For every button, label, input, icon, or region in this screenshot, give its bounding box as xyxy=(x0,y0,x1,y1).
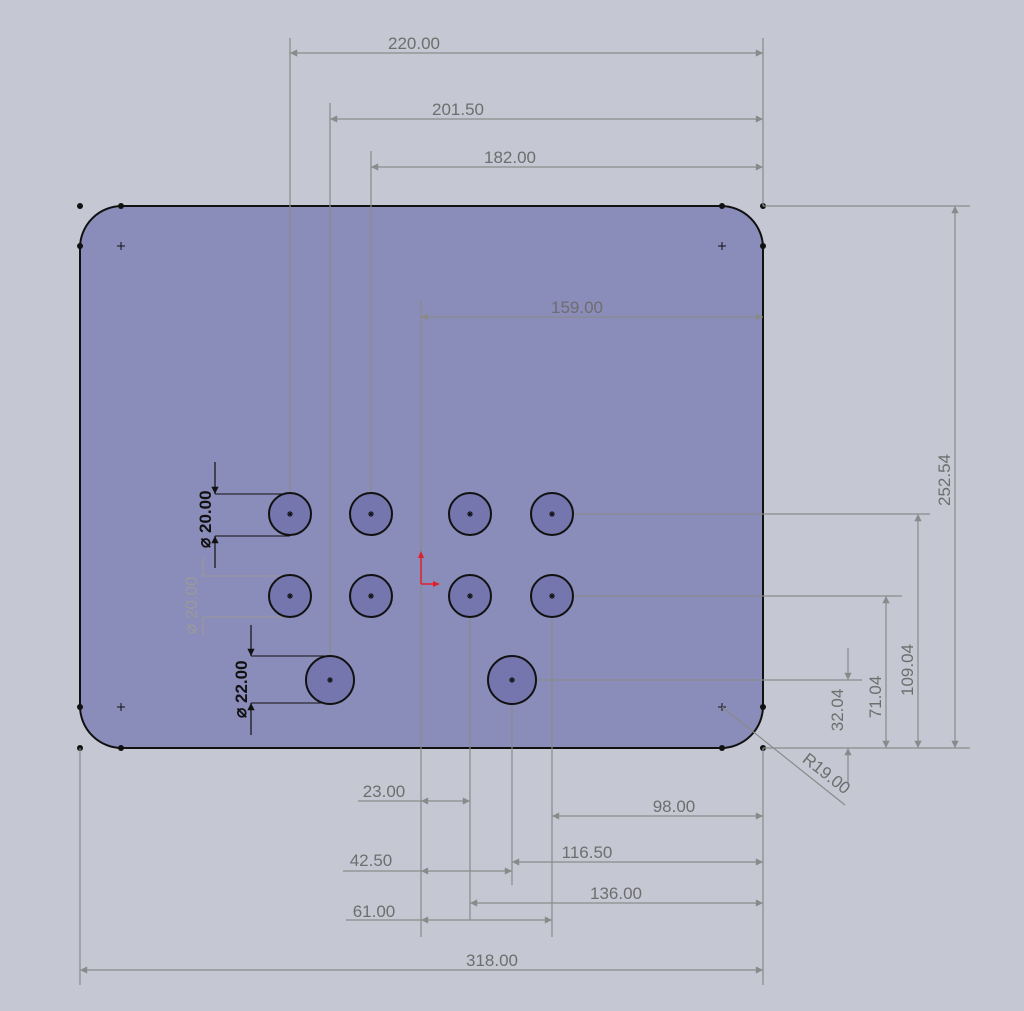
hole-r2-c4[interactable] xyxy=(530,574,574,618)
svg-text:98.00: 98.00 xyxy=(653,797,696,816)
dim-136[interactable]: 136.00 xyxy=(470,884,763,907)
svg-text:61.00: 61.00 xyxy=(353,902,396,921)
dim-220[interactable]: 220.00 xyxy=(290,34,763,57)
hole-r1-c1[interactable] xyxy=(268,492,312,536)
dim-diameter-20-faint[interactable]: ⌀ 20.00 xyxy=(181,558,290,635)
dim-23[interactable]: 23.00 xyxy=(358,782,470,805)
hole-large-right[interactable] xyxy=(487,655,537,705)
dim-98[interactable]: 98.00 xyxy=(552,797,763,820)
svg-text:23.00: 23.00 xyxy=(363,782,406,801)
hole-r1-c4[interactable] xyxy=(530,492,574,536)
svg-text:32.04: 32.04 xyxy=(828,689,847,732)
dim-182[interactable]: 182.00 xyxy=(371,148,763,171)
svg-text:⌀: ⌀ xyxy=(181,624,200,634)
svg-text:20.00: 20.00 xyxy=(182,576,201,619)
svg-text:252.54: 252.54 xyxy=(935,454,954,506)
dim-diameter-22[interactable]: ⌀ 22.00 xyxy=(231,625,330,735)
dim-318[interactable]: 318.00 xyxy=(80,951,763,974)
extension-lines xyxy=(79,38,970,985)
dim-252-54[interactable]: 252.54 xyxy=(935,206,959,748)
svg-text:71.04: 71.04 xyxy=(866,676,885,719)
svg-text:201.50: 201.50 xyxy=(432,100,484,119)
dim-diameter-20-top[interactable]: ⌀ 20.00 xyxy=(195,462,290,568)
svg-text:318.00: 318.00 xyxy=(466,951,518,970)
hole-r2-c3[interactable] xyxy=(448,574,492,618)
svg-text:22.00: 22.00 xyxy=(232,660,251,703)
dim-71-04[interactable]: 71.04 xyxy=(866,596,890,748)
dim-201-50[interactable]: 201.50 xyxy=(330,100,763,123)
svg-text:20.00: 20.00 xyxy=(196,490,215,533)
svg-text:182.00: 182.00 xyxy=(484,148,536,167)
svg-text:220.00: 220.00 xyxy=(388,34,440,53)
hole-large-left[interactable] xyxy=(305,655,355,705)
svg-text:109.04: 109.04 xyxy=(898,644,917,696)
dim-159[interactable]: 159.00 xyxy=(421,298,763,321)
hole-r1-c3[interactable] xyxy=(448,492,492,536)
svg-text:⌀: ⌀ xyxy=(195,537,214,548)
dim-116-50[interactable]: 116.50 xyxy=(512,843,763,866)
origin-icon xyxy=(418,551,440,587)
svg-text:42.50: 42.50 xyxy=(350,851,393,870)
hole-r1-c2[interactable] xyxy=(349,492,393,536)
dim-61[interactable]: 61.00 xyxy=(346,902,552,924)
svg-text:116.50: 116.50 xyxy=(562,843,613,862)
dim-32-04[interactable]: 32.04 xyxy=(828,648,852,785)
dim-42-50[interactable]: 42.50 xyxy=(343,851,512,875)
corner-points xyxy=(77,203,766,751)
hole-r2-c2[interactable] xyxy=(349,574,393,618)
svg-text:136.00: 136.00 xyxy=(590,884,642,903)
svg-text:⌀: ⌀ xyxy=(231,707,250,718)
svg-text:159.00: 159.00 xyxy=(551,298,603,317)
hole-r2-c1[interactable] xyxy=(268,574,312,618)
dim-109-04[interactable]: 109.04 xyxy=(898,514,922,748)
